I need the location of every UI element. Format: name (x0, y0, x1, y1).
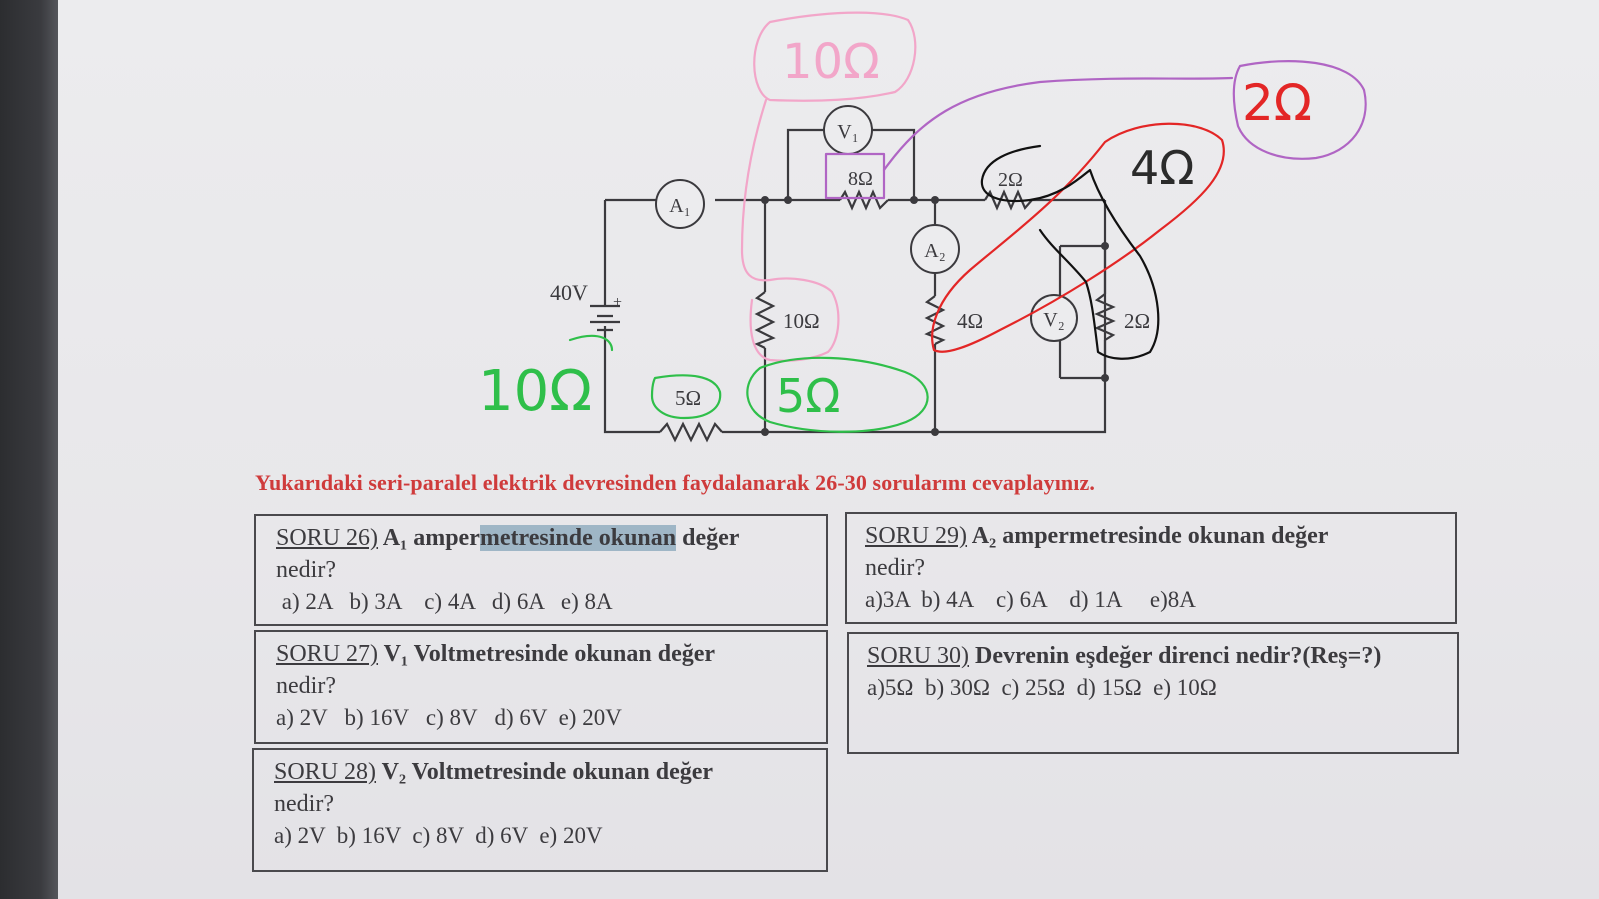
question-30-box: SORU 30) Devrenin eşdeğer direnci nedir?… (847, 632, 1459, 754)
svg-text:4Ω: 4Ω (1130, 141, 1194, 195)
junction-dots (761, 196, 1109, 436)
ammeter-a2: A₂ (910, 224, 960, 274)
question-27-title: SORU 27) V₁ Voltmetresinde okunan değer (276, 641, 716, 667)
question-29-options: a)3A b) 4A c) 6A d) 1A e)8A (865, 587, 1196, 612)
instruction-text: Yukarıdaki seri-paralel elektrik devresi… (255, 470, 1095, 495)
svg-text:40V: 40V (550, 280, 588, 305)
svg-text:5Ω: 5Ω (776, 369, 840, 423)
svg-text:10Ω: 10Ω (478, 359, 592, 424)
circuit-labels: 40V + 8Ω 2Ω 10Ω 4Ω 2Ω 5Ω (550, 168, 1150, 410)
question-30-number: SORU 30) (867, 643, 970, 669)
ammeter-a1: A₁ (655, 179, 705, 229)
voltmeter-v1: V₁ (823, 105, 873, 155)
question-29-title: SORU 29) A₂ ampermetresinde okunan değer (865, 523, 1329, 549)
question-26-options: a) 2A b) 3A c) 4A d) 6A e) 8A (276, 589, 613, 614)
resistor-5-ohm (659, 421, 723, 443)
question-29-number: SORU 29) (865, 523, 968, 549)
selected-text-highlight[interactable]: metresinde okunan (479, 525, 677, 551)
question-26-box: SORU 26) A₁ ampermetresinde okunan değer… (254, 514, 828, 626)
circuit-wires (590, 128, 1107, 434)
svg-text:A₁: A₁ (669, 195, 690, 217)
binder-shadow (0, 0, 58, 899)
resistor-10-ohm (754, 291, 776, 349)
question-27-options: a) 2V b) 16V c) 8V d) 6V e) 20V (276, 705, 622, 730)
question-28-title: SORU 28) V₂ Voltmetresinde okunan değer (274, 759, 714, 785)
question-28-line2: nedir? (274, 791, 334, 817)
svg-text:10Ω: 10Ω (782, 34, 880, 90)
resistor-8-ohm (839, 189, 889, 211)
svg-text:8Ω: 8Ω (848, 168, 873, 190)
resistor-2-ohm-right (1094, 293, 1116, 341)
question-27-box: SORU 27) V₁ Voltmetresinde okunan değer … (254, 630, 828, 744)
question-30-title: SORU 30) Devrenin eşdeğer direnci nedir?… (867, 643, 1382, 669)
circuit-diagram: A₁ V₁ A₂ V₂ 40V + 8Ω 2Ω 10Ω 4Ω 2Ω 5Ω 10Ω… (478, 11, 1367, 443)
question-26-line2: nedir? (276, 557, 336, 583)
svg-text:5Ω: 5Ω (675, 386, 701, 410)
question-28-number: SORU 28) (274, 759, 377, 785)
question-27-number: SORU 27) (276, 641, 379, 667)
question-28-box: SORU 28) V₂ Voltmetresinde okunan değer … (252, 748, 828, 872)
svg-text:V₂: V₂ (1043, 309, 1064, 331)
question-27-line2: nedir? (276, 673, 336, 699)
svg-text:A₂: A₂ (924, 240, 945, 262)
question-30-options: a)5Ω b) 30Ω c) 25Ω d) 15Ω e) 10Ω (867, 675, 1217, 700)
svg-text:2Ω: 2Ω (1124, 309, 1150, 333)
svg-text:4Ω: 4Ω (957, 309, 983, 333)
question-26-number: SORU 26) (276, 525, 379, 551)
handwritten-annotations: 10Ω 2Ω 4Ω 10Ω 5Ω (478, 11, 1367, 433)
svg-text:2Ω: 2Ω (1242, 74, 1312, 132)
svg-text:+: + (613, 294, 622, 311)
svg-text:2Ω: 2Ω (998, 169, 1023, 191)
question-26-title: SORU 26) A₁ ampermetresinde okunan değer (276, 525, 740, 551)
svg-text:V₁: V₁ (837, 121, 858, 143)
question-29-line2: nedir? (865, 555, 925, 581)
question-29-box: SORU 29) A₂ ampermetresinde okunan değer… (845, 512, 1457, 624)
svg-text:10Ω: 10Ω (783, 309, 820, 333)
question-28-options: a) 2V b) 16V c) 8V d) 6V e) 20V (274, 823, 603, 848)
